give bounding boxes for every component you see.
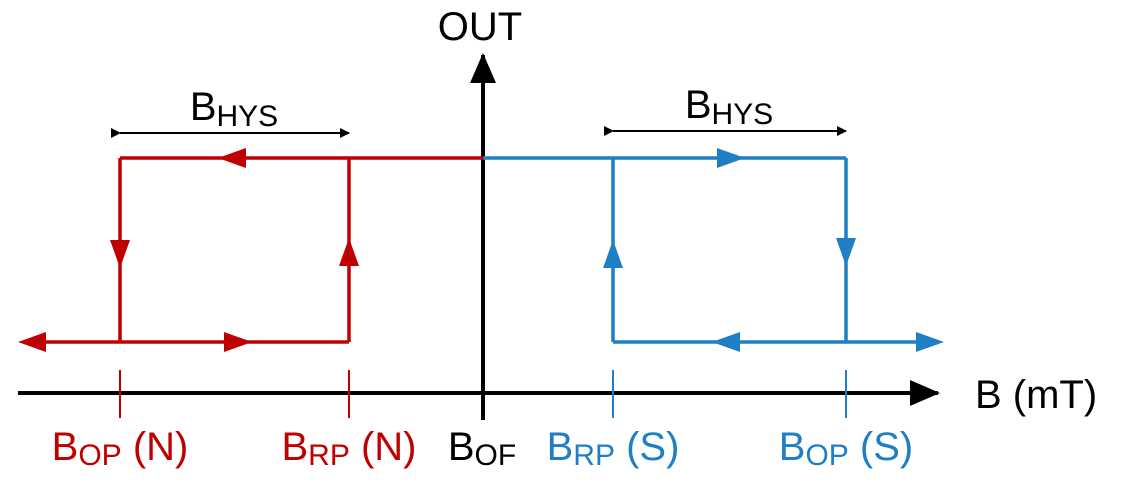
north-bottom-arrow-icon	[224, 332, 252, 352]
south-end-arrow-icon	[916, 332, 944, 352]
north-hys-label: BHYS	[190, 85, 278, 133]
label-brp-n: BRP (N)	[281, 425, 416, 472]
tick-marks	[119, 370, 847, 418]
south-down-arrow-icon	[836, 238, 856, 266]
label-bof: BOF	[448, 425, 516, 472]
north-loop	[28, 156, 483, 344]
north-arrows	[18, 148, 359, 352]
label-bop-n: BOP (N)	[52, 425, 189, 472]
south-hys-label: BHYS	[685, 83, 773, 131]
south-top-arrow-icon	[717, 148, 745, 168]
south-arrows	[603, 148, 944, 352]
south-bottom-arrow-icon	[712, 332, 740, 352]
north-down-arrow-icon	[110, 240, 130, 268]
north-end-arrow-icon	[18, 332, 46, 352]
y-axis-label: OUT	[438, 5, 522, 49]
south-up-arrow-icon	[603, 240, 623, 268]
x-axis-label: B (mT)	[975, 373, 1097, 417]
north-top-arrow-icon	[218, 148, 246, 168]
label-bop-s: BOP (S)	[779, 425, 913, 472]
north-up-arrow-icon	[339, 238, 359, 266]
south-loop	[483, 156, 930, 344]
label-brp-s: BRP (S)	[547, 425, 680, 472]
